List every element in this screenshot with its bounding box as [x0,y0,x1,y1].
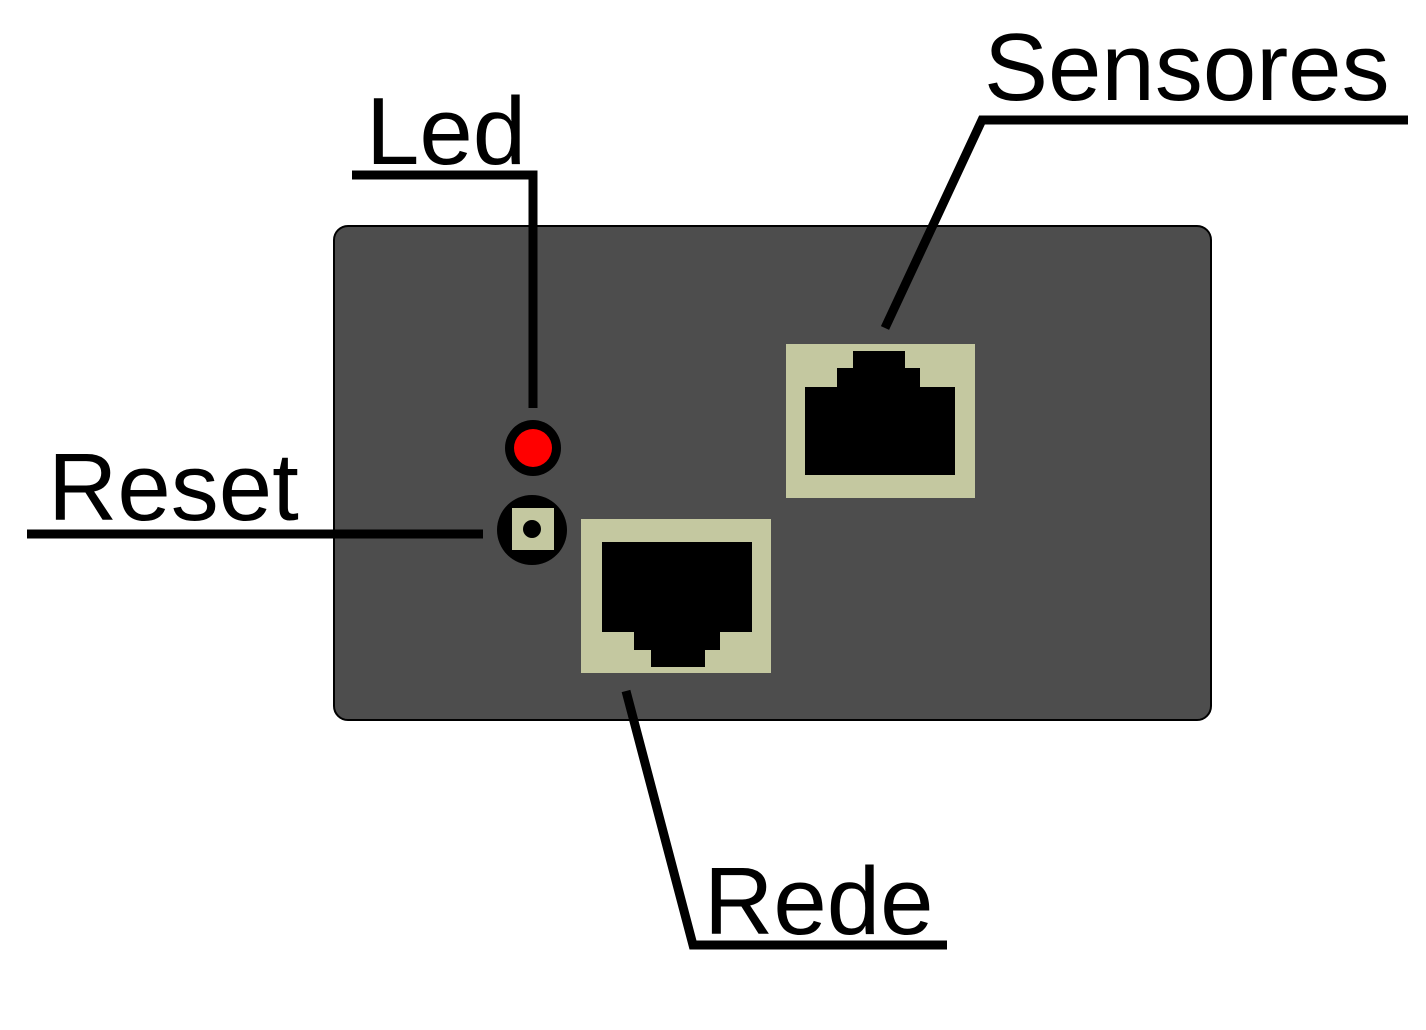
sensores-port [786,344,975,498]
reset-label: Reset [48,434,299,541]
rede-label: Rede [704,848,934,955]
led-label: Led [366,78,526,185]
led-indicator [505,420,561,476]
led-leader-line [352,170,538,408]
reset-button [497,495,567,565]
rede-leader-line [621,689,947,950]
sensores-label: Sensores [984,14,1390,121]
device-panel [333,225,1212,721]
sensores-leader-line [880,115,1408,330]
rede-port [581,519,771,673]
